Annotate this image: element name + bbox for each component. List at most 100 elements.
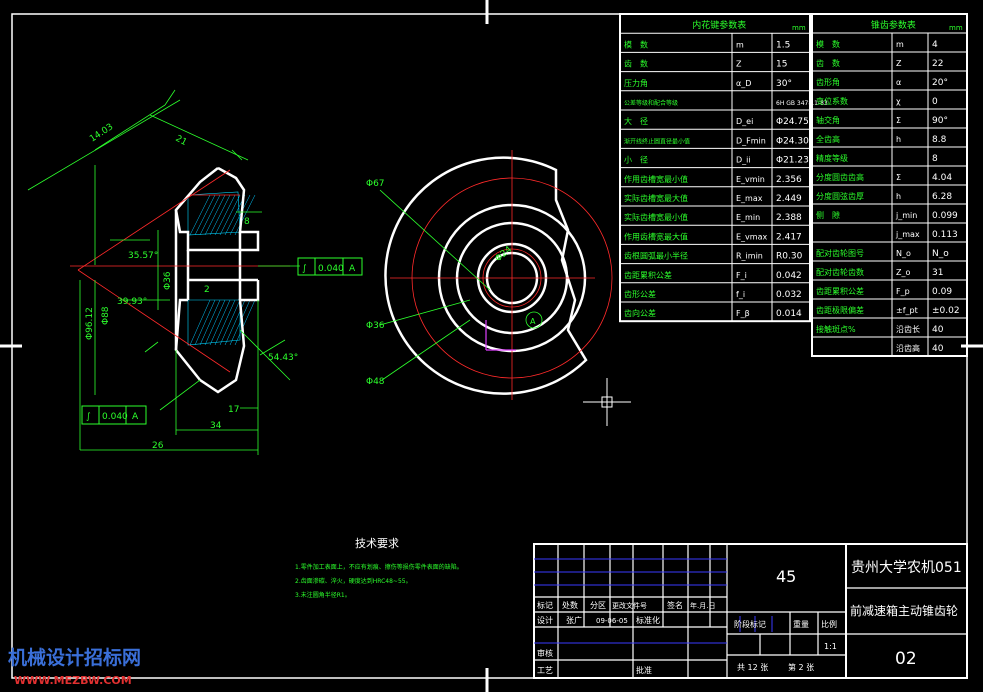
table-cell-value: 1.5: [776, 40, 790, 50]
tech-req-3: 3.未注圆角半径R1。: [295, 591, 351, 599]
tb-stage: 阶段标记: [734, 619, 766, 629]
tb-sheets-total: 共 12 张: [737, 663, 768, 672]
table-cell-name: 齿距累积公差: [624, 270, 672, 280]
table-cell-name: 齿形角: [816, 77, 840, 87]
table-cell-symbol: α: [896, 78, 901, 87]
tb-part-name: 前减速箱主动锥齿轮: [850, 603, 958, 618]
table-cell-value: Φ24.75: [776, 117, 809, 127]
tb-review: 审核: [537, 648, 553, 658]
tech-req-1: 1.零件加工表面上，不应有划痕、擦伤等损伤零件表面的缺陷。: [295, 563, 463, 571]
table-cell-symbol: h: [896, 192, 901, 201]
dim-17: 17: [228, 405, 239, 415]
table-cell-symbol: E_max: [736, 194, 763, 203]
table-cell-name: 配对齿轮图号: [816, 248, 864, 258]
dim-21: 21: [174, 134, 189, 148]
tb-date: 年.月.日: [690, 601, 715, 610]
table-cell-symbol: 沿齿高: [896, 343, 920, 353]
table-title: 锥齿参数表: [871, 19, 916, 31]
table-cell-symbol: h: [896, 135, 901, 144]
table-cell-symbol: α_D: [736, 79, 751, 88]
tb-scale-label: 比例: [821, 619, 837, 629]
table-cell-name: 公差等级和配合等级: [624, 99, 678, 107]
watermark-url: WWW.MEZBW.COM: [14, 674, 132, 687]
tb-design: 设计: [537, 615, 553, 625]
table-cell-symbol: j_min: [895, 211, 917, 220]
dia-left2: Φ88: [101, 306, 111, 325]
table-cell-value: 2.356: [776, 175, 802, 185]
table-unit: mm: [792, 24, 806, 32]
dim-26: 26: [152, 441, 164, 451]
table-cell-name: 齿根圆弧最小半径: [624, 251, 688, 261]
table-cell-value: 20°: [932, 78, 948, 88]
table-cell-symbol: D_ei: [736, 117, 753, 126]
table-cell-symbol: F_p: [896, 287, 910, 296]
table-cell-name: 大 径: [624, 116, 648, 126]
table-cell-name: 渐开线终止圆直径最小值: [624, 137, 690, 145]
table-cell-symbol: 沿齿长: [896, 324, 920, 334]
table-cell-symbol: E_vmax: [736, 232, 767, 241]
table-cell-value: 0.113: [932, 230, 958, 240]
table-cell-name: 接触斑点%: [816, 324, 856, 334]
table-cell-value: 4: [932, 40, 938, 50]
table-cell-value: 8: [932, 154, 938, 164]
table-cell-symbol: D_Fmin: [736, 136, 766, 145]
table-cell-value: 90°: [932, 116, 948, 126]
tb-scale: 1:1: [824, 642, 837, 651]
table-cell-symbol: F_i: [736, 271, 747, 280]
table-cell-name: 齿形公差: [624, 289, 656, 299]
table-cell-name: 全齿高: [816, 134, 840, 144]
angle-35: 35.57°: [128, 251, 158, 261]
tolerance-frame-right: [297, 257, 363, 276]
table-cell-value: 2.388: [776, 213, 802, 223]
tb-design-date: 09-06-05: [596, 617, 628, 625]
table-cell-symbol: χ: [896, 97, 901, 106]
table-cell-value: 0.032: [776, 290, 802, 300]
tol-value-right: 0.040: [318, 264, 344, 274]
svg-text:∫: ∫: [302, 264, 307, 274]
svg-text:∫: ∫: [86, 412, 91, 422]
table-cell-name: 分度圆弦齿厚: [816, 191, 864, 201]
table-cell-name: 作用齿槽宽最小值: [624, 174, 688, 184]
tb-process: 工艺: [537, 666, 553, 675]
table-cell-value: 0: [932, 97, 938, 107]
table-cell-name: 实际齿槽宽最大值: [624, 193, 688, 203]
table-cell-value: 6H GB 3478.1-83: [776, 100, 828, 107]
table-cell-value: ±0.02: [932, 306, 960, 316]
table-cell-value: 40: [932, 344, 944, 354]
table-cell-value: 40: [932, 325, 944, 335]
dim-d67: Φ67: [366, 179, 385, 189]
angle-39: 39.93°: [117, 297, 147, 307]
table-cell-symbol: j_max: [895, 230, 920, 239]
table-cell-name: 小 径: [624, 155, 648, 165]
table-cell-name: 齿向公差: [624, 308, 656, 318]
table-cell-name: 压力角: [624, 78, 648, 88]
table-cell-name: 分度圆齿齿高: [816, 172, 864, 182]
table-cell-symbol: D_ii: [736, 156, 751, 165]
tb-material: 45: [776, 567, 796, 586]
table-cell-name: 齿 数: [624, 59, 648, 69]
table-cell-name: 变位系数: [816, 96, 848, 106]
table-cell-value: 22: [932, 59, 943, 69]
table-unit: mm: [949, 24, 963, 32]
tb-change-doc: 更改文件号: [612, 601, 647, 610]
table-cell-value: R0.30: [776, 252, 803, 262]
tb-sheet-no: 第 2 张: [788, 662, 814, 672]
table-cell-name: 作用齿槽宽最大值: [624, 231, 688, 241]
table-cell-symbol: Z: [896, 59, 902, 68]
table-cell-symbol: R_imin: [736, 252, 763, 261]
table-cell-name: 配对齿轮齿数: [816, 267, 864, 277]
tb-count: 处数: [562, 600, 578, 610]
tb-design-name: 张广: [566, 615, 582, 625]
dim-d48: Φ48: [366, 377, 385, 387]
dim-d36: Φ36: [366, 321, 385, 331]
tb-approve: 批准: [636, 665, 652, 675]
table-cell-value: Φ21.23: [776, 156, 809, 166]
title-block: 标记 处数 分区 更改文件号 签名 年.月.日 设计 张广 09-06-05 标…: [533, 543, 968, 679]
dia-36-left: Φ36: [163, 271, 173, 290]
table-cell-value: 0.042: [776, 271, 802, 281]
gear-end-view: Φ67 Φ36 Φ48 Φ24 A: [366, 150, 631, 426]
table-cell-name: 齿 数: [816, 58, 840, 68]
watermark: 机械设计招标网 WWW.MEZBW.COM: [8, 646, 141, 687]
tb-zone: 分区: [590, 601, 606, 610]
